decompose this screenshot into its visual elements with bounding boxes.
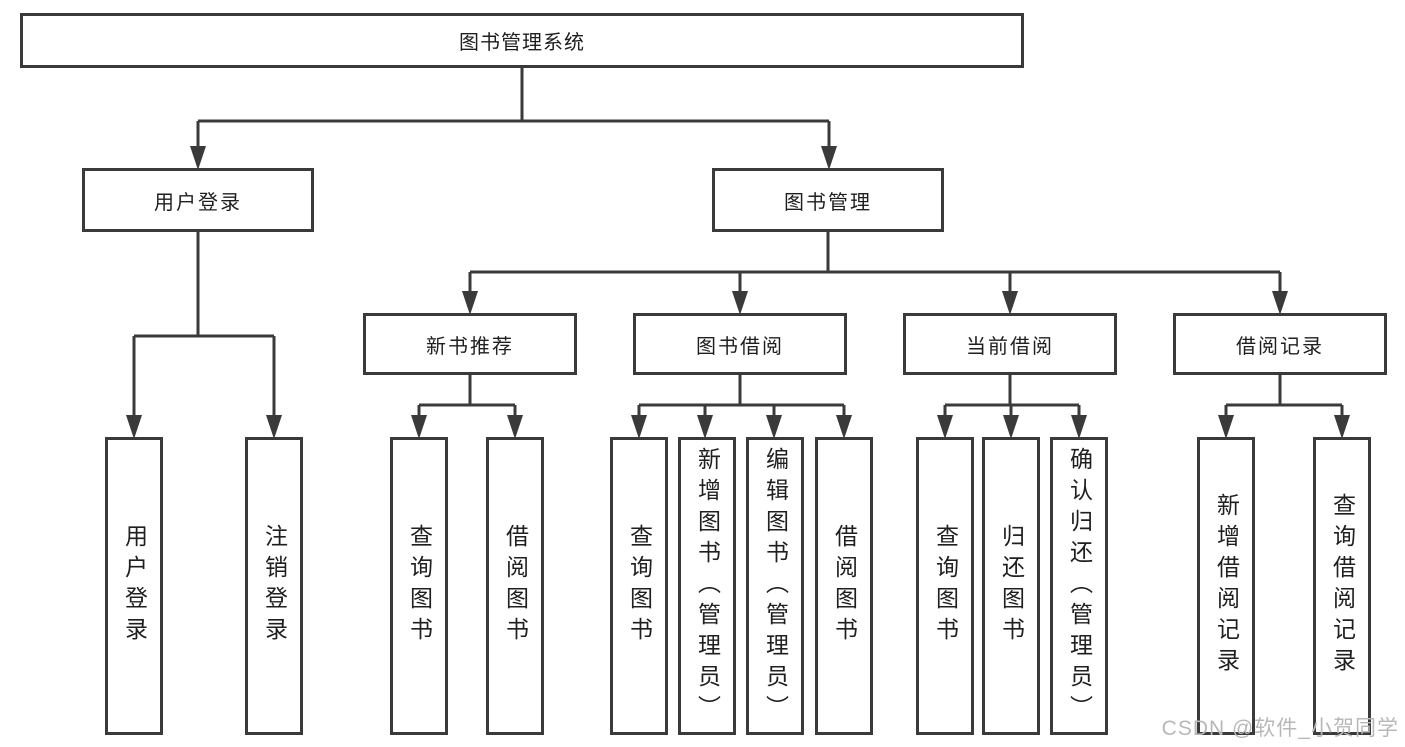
leaf-records-query-record-label: 查询借阅记录 — [1329, 493, 1356, 679]
leaf-logout-label: 注销登录 — [261, 524, 288, 648]
leaf-borrow-borrow-books: 借阅图书 — [815, 437, 873, 735]
leaf-user-login-label: 用户登录 — [121, 524, 148, 648]
node-new-book-recommendation: 新书推荐 — [363, 313, 577, 375]
node-book-management-label: 图书管理 — [784, 191, 872, 214]
leaf-current-confirm-return-admin-label: 确认归还（管理员） — [1066, 446, 1093, 726]
node-library-system-label: 图书管理系统 — [459, 32, 585, 54]
leaf-newrec-borrow-books-label: 借阅图书 — [502, 524, 529, 648]
leaf-current-return-books-label: 归还图书 — [998, 524, 1025, 648]
leaf-borrow-borrow-books-label: 借阅图书 — [831, 524, 858, 648]
leaf-current-confirm-return-admin: 确认归还（管理员） — [1050, 437, 1108, 735]
node-book-borrowing: 图书借阅 — [633, 313, 847, 375]
node-new-book-recommendation-label: 新书推荐 — [426, 335, 514, 358]
leaf-borrow-edit-books-admin-label: 编辑图书（管理员） — [762, 446, 789, 726]
leaf-newrec-query-books: 查询图书 — [390, 437, 448, 735]
node-borrowing-records: 借阅记录 — [1173, 313, 1387, 375]
csdn-watermark: CSDN @软件_小贺同学 — [1161, 717, 1399, 740]
leaf-current-query-books-label: 查询图书 — [932, 524, 959, 648]
leaf-newrec-query-books-label: 查询图书 — [406, 524, 433, 648]
leaf-records-add-record: 新增借阅记录 — [1197, 437, 1255, 735]
leaf-borrow-add-books-admin-label: 新增图书（管理员） — [694, 446, 721, 726]
leaf-borrow-query-books-label: 查询图书 — [626, 524, 653, 648]
node-user-login-label: 用户登录 — [154, 191, 242, 214]
leaf-records-add-record-label: 新增借阅记录 — [1213, 493, 1240, 679]
leaf-borrow-add-books-admin: 新增图书（管理员） — [678, 437, 736, 735]
leaf-logout: 注销登录 — [245, 437, 303, 735]
node-book-borrowing-label: 图书借阅 — [696, 335, 784, 358]
node-library-system: 图书管理系统 — [20, 13, 1024, 68]
node-current-borrowing: 当前借阅 — [903, 313, 1117, 375]
leaf-current-query-books: 查询图书 — [916, 437, 974, 735]
leaf-newrec-borrow-books: 借阅图书 — [486, 437, 544, 735]
leaf-borrow-edit-books-admin: 编辑图书（管理员） — [746, 437, 804, 735]
node-user-login: 用户登录 — [82, 168, 314, 232]
leaf-borrow-query-books: 查询图书 — [610, 437, 668, 735]
node-current-borrowing-label: 当前借阅 — [966, 335, 1054, 358]
leaf-user-login: 用户登录 — [105, 437, 163, 735]
leaf-current-return-books: 归还图书 — [982, 437, 1040, 735]
leaf-records-query-record: 查询借阅记录 — [1313, 437, 1371, 735]
node-borrowing-records-label: 借阅记录 — [1236, 335, 1324, 358]
node-book-management: 图书管理 — [712, 168, 944, 232]
